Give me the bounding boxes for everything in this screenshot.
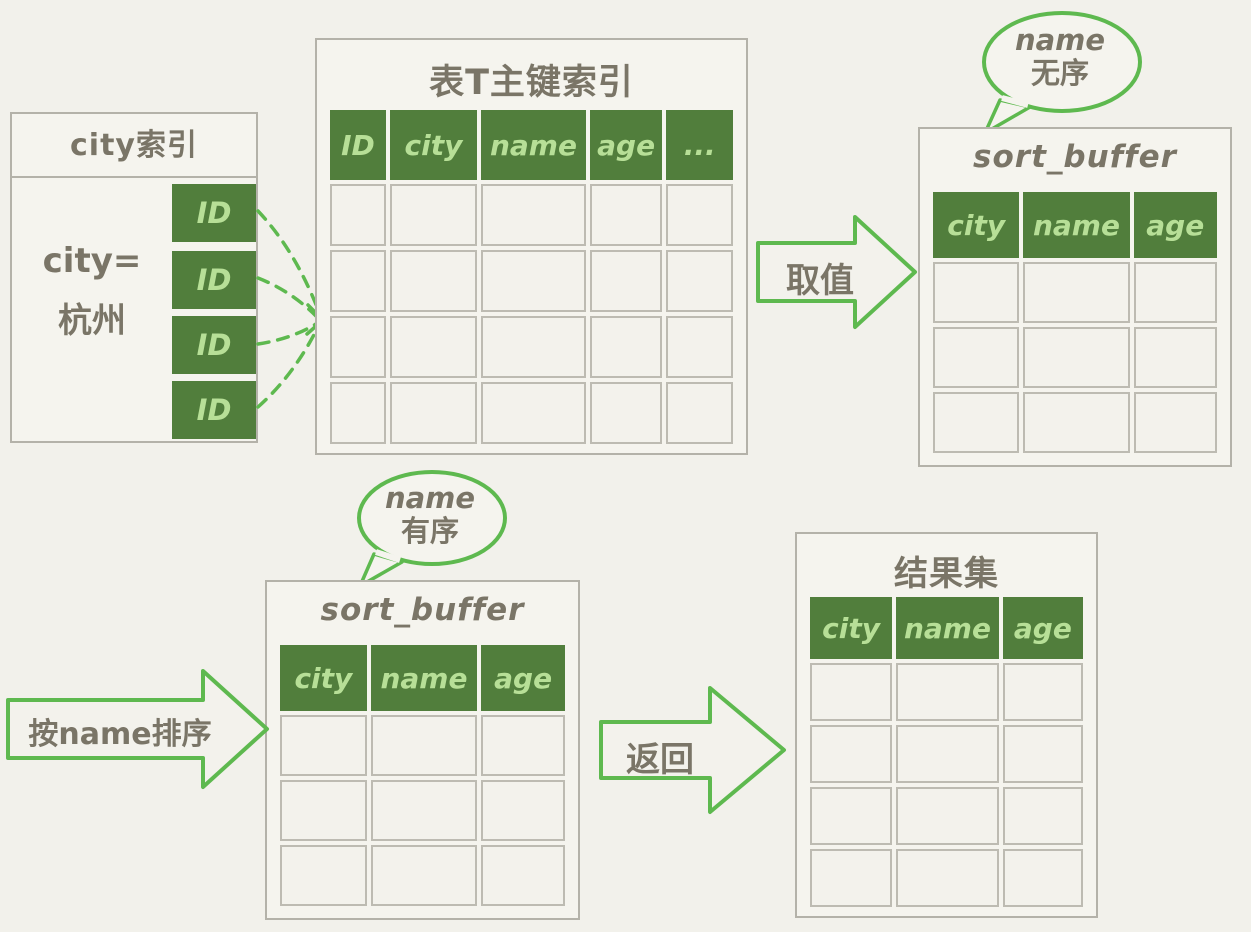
- sort-buffer-title: sort_buffer: [973, 139, 1177, 175]
- column-header: name: [1023, 192, 1130, 258]
- empty-cell: [589, 316, 663, 378]
- sort-by-name-arrow: 按name排序: [5, 665, 270, 795]
- empty-cell: [370, 715, 478, 776]
- empty-cell: [330, 316, 386, 378]
- sort-buffer-unsorted-table: sort_buffer city name age: [918, 127, 1232, 467]
- sort-buffer-title: sort_buffer: [320, 592, 525, 628]
- return-arrow-label: 返回: [626, 740, 694, 780]
- right-arrow-icon: [756, 215, 917, 329]
- empty-cell: [666, 316, 733, 378]
- speech-bubble-icon: [982, 11, 1142, 135]
- empty-cell: [1133, 392, 1217, 453]
- name-ordered-bubble: name 有序: [348, 468, 512, 590]
- speech-bubble-icon: [357, 470, 507, 588]
- column-header: city: [389, 110, 478, 180]
- id-cell: ID: [172, 251, 256, 309]
- empty-cell: [1023, 327, 1130, 388]
- empty-cell: [810, 663, 893, 721]
- empty-cell: [481, 382, 586, 444]
- empty-cell: [589, 382, 663, 444]
- right-arrow-icon: [6, 669, 269, 789]
- right-arrow-icon: [599, 686, 786, 814]
- city-index-title: city索引: [12, 114, 256, 178]
- column-header: name: [481, 110, 586, 180]
- sort-buffer-grid: city name age: [933, 192, 1217, 453]
- fetch-arrow-label: 取值: [786, 261, 854, 301]
- empty-cell: [280, 845, 367, 906]
- result-set-grid: city name age: [810, 597, 1083, 907]
- sort-arrow-label: 按name排序: [28, 717, 212, 752]
- empty-cell: [330, 184, 386, 246]
- empty-cell: [481, 184, 586, 246]
- id-cell: ID: [172, 316, 256, 374]
- empty-cell: [810, 725, 893, 783]
- return-arrow: 返回: [598, 682, 788, 817]
- empty-cell: [389, 184, 478, 246]
- empty-cell: [330, 382, 386, 444]
- empty-cell: [1002, 787, 1083, 845]
- empty-cell: [481, 845, 565, 906]
- empty-cell: [280, 715, 367, 776]
- empty-cell: [810, 787, 893, 845]
- empty-cell: [666, 382, 733, 444]
- empty-cell: [896, 787, 999, 845]
- empty-cell: [810, 849, 893, 907]
- name-unordered-bubble: name 无序: [972, 6, 1148, 138]
- sort-buffer-grid: city name age: [280, 645, 565, 906]
- empty-cell: [933, 327, 1020, 388]
- city-condition-label: city= 杭州: [42, 241, 142, 341]
- empty-cell: [666, 184, 733, 246]
- column-header: city: [810, 597, 893, 659]
- id-lookup-dashed-arrows: [256, 209, 326, 409]
- column-header: age: [1133, 192, 1217, 258]
- id-cell: ID: [172, 381, 256, 439]
- bubble-text: name 无序: [1014, 23, 1106, 91]
- primary-key-table-title: 表T主键索引: [429, 63, 634, 103]
- column-header: ID: [330, 110, 386, 180]
- empty-cell: [589, 250, 663, 312]
- city-index-table: city索引 city= 杭州 ID ID ID ID: [10, 112, 258, 443]
- empty-cell: [1133, 327, 1217, 388]
- column-header: city: [933, 192, 1020, 258]
- result-set-title: 结果集: [894, 554, 999, 594]
- column-header: age: [1002, 597, 1083, 659]
- empty-cell: [589, 184, 663, 246]
- empty-cell: [280, 780, 367, 841]
- empty-cell: [896, 663, 999, 721]
- empty-cell: [933, 392, 1020, 453]
- column-header: name: [370, 645, 478, 711]
- empty-cell: [1133, 262, 1217, 323]
- empty-cell: [370, 780, 478, 841]
- column-header: name: [896, 597, 999, 659]
- empty-cell: [370, 845, 478, 906]
- empty-cell: [666, 250, 733, 312]
- empty-cell: [389, 316, 478, 378]
- sort-buffer-sorted-table: sort_buffer city name age: [265, 580, 580, 920]
- empty-cell: [481, 250, 586, 312]
- result-set-table: 结果集 city name age: [795, 532, 1098, 918]
- empty-cell: [330, 250, 386, 312]
- primary-key-table-grid: ID city name age ...: [330, 110, 733, 444]
- empty-cell: [1002, 725, 1083, 783]
- empty-cell: [481, 780, 565, 841]
- empty-cell: [1023, 392, 1130, 453]
- column-header: city: [280, 645, 367, 711]
- bubble-text: name 有序: [384, 481, 476, 549]
- empty-cell: [933, 262, 1020, 323]
- column-header: age: [481, 645, 565, 711]
- empty-cell: [1002, 663, 1083, 721]
- primary-key-index-table: 表T主键索引 ID city name age ...: [315, 38, 748, 455]
- empty-cell: [389, 250, 478, 312]
- column-header: ...: [666, 110, 733, 180]
- empty-cell: [896, 849, 999, 907]
- column-header: age: [589, 110, 663, 180]
- empty-cell: [389, 382, 478, 444]
- empty-cell: [1023, 262, 1130, 323]
- fetch-values-arrow: 取值: [755, 210, 920, 335]
- empty-cell: [896, 725, 999, 783]
- empty-cell: [481, 715, 565, 776]
- empty-cell: [1002, 849, 1083, 907]
- empty-cell: [481, 316, 586, 378]
- id-cell: ID: [172, 184, 256, 242]
